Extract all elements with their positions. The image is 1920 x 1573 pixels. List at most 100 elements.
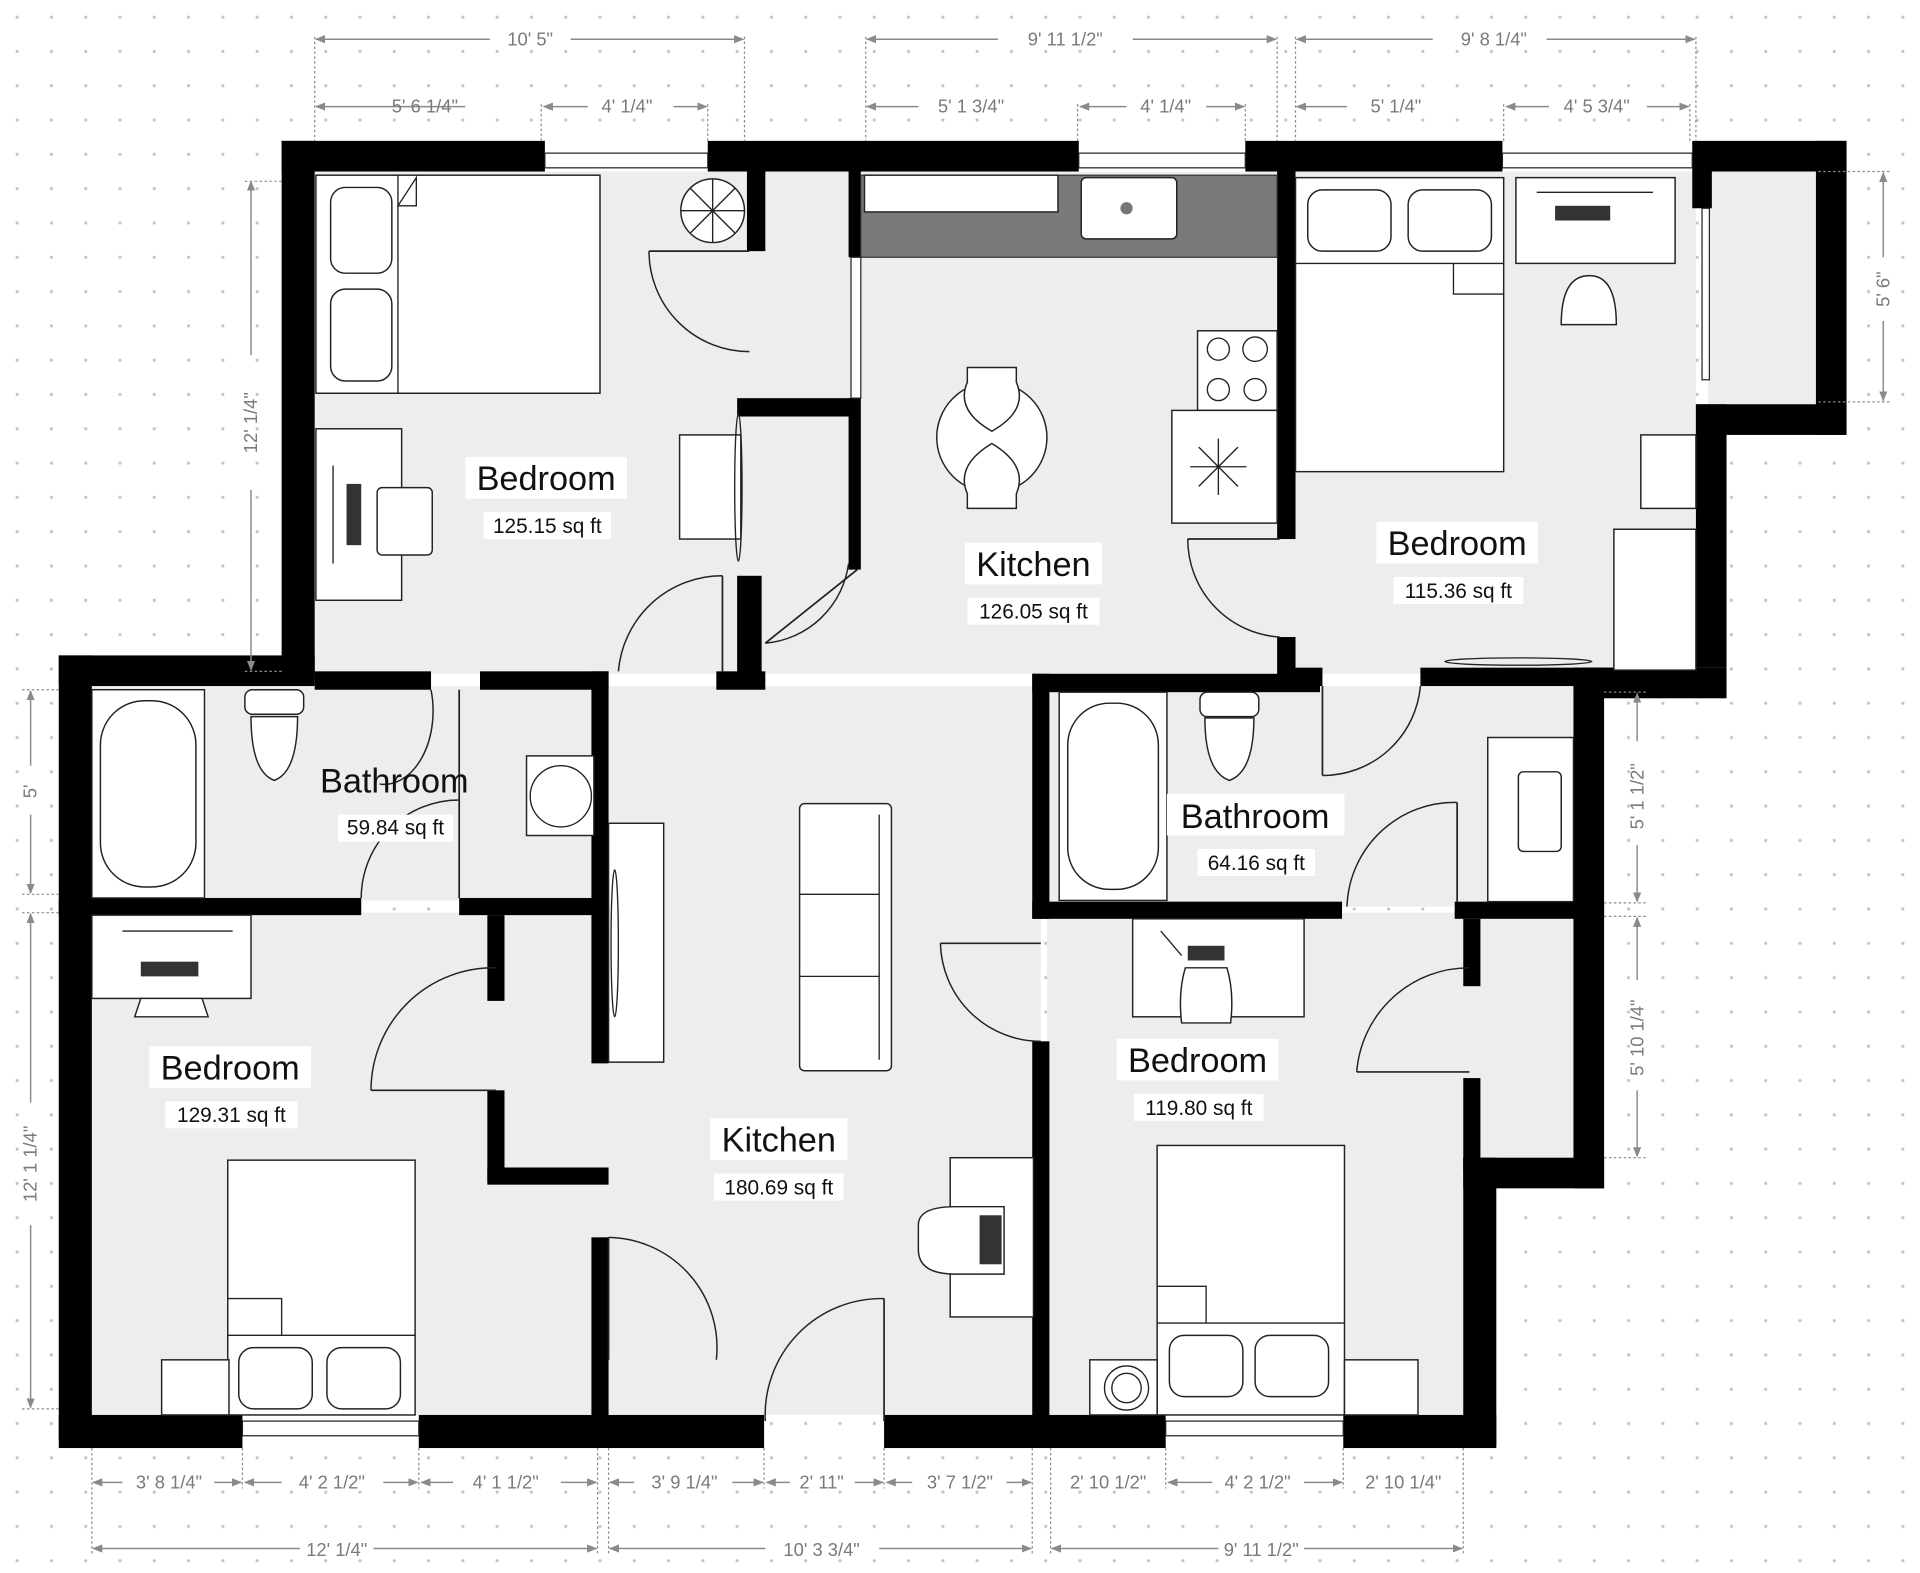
svg-text:Kitchen: Kitchen (722, 1122, 836, 1160)
window (850, 256, 862, 399)
chair-icon (376, 486, 433, 556)
svg-text:Bathroom: Bathroom (1181, 798, 1330, 836)
door-top-right-bedroom[interactable] (1187, 538, 1280, 638)
vanity-icon (1487, 736, 1575, 903)
window (1165, 1420, 1344, 1437)
door-right-bathroom-bottom[interactable] (1346, 801, 1458, 907)
dim-left-2: 5' (20, 785, 41, 799)
dim-top-overall-3: 9' 8 1/4" (1461, 28, 1527, 49)
svg-text:2' 11": 2' 11" (799, 1471, 843, 1492)
dim-top-overall-2: 9' 11 1/2" (1028, 28, 1103, 49)
nightstand (160, 1359, 230, 1416)
bathtub-icon (91, 688, 206, 899)
sink-icon (525, 755, 595, 837)
bed-icon (1156, 1144, 1346, 1416)
window (241, 1420, 420, 1437)
bed-icon (227, 1159, 416, 1416)
room-label-bedroom-top-right: Bedroom 115.36 sq ft (1376, 521, 1538, 604)
window (1501, 152, 1693, 169)
room-label-bedroom-top-left: Bedroom 125.15 sq ft (465, 456, 627, 540)
svg-text:Bathroom: Bathroom (320, 763, 469, 801)
bed-icon (1294, 176, 1505, 473)
svg-text:4' 1 1/2": 4' 1 1/2" (473, 1471, 539, 1492)
walls (58, 140, 1847, 1449)
svg-text:4' 1/4": 4' 1/4" (602, 96, 653, 117)
wardrobe (1613, 528, 1697, 671)
door-top-left-closet[interactable] (648, 250, 750, 353)
toilet-icon (1199, 691, 1260, 782)
nightstand (1640, 434, 1697, 510)
room-label-bathroom-left: Bathroom 59.84 sq ft (320, 763, 469, 842)
windows (241, 152, 1710, 1437)
door-bottom-right-bedroom[interactable] (939, 942, 1041, 1043)
window (1078, 152, 1246, 169)
room-label-bedroom-bottom-right: Bedroom 119.80 sq ft (1116, 1038, 1279, 1121)
chair-icon (133, 997, 210, 1018)
door-bottom-right-closet[interactable] (1356, 967, 1470, 1073)
door-top-closet[interactable] (764, 563, 858, 644)
mirror (1444, 657, 1593, 666)
svg-text:3' 9 1/4": 3' 9 1/4" (651, 1471, 717, 1492)
furniture (91, 174, 1697, 1416)
dim-top-overall-1: 10' 5" (507, 28, 553, 49)
desk-icon (917, 1156, 1035, 1318)
desk-icon (1131, 918, 1305, 1024)
window (544, 152, 709, 169)
svg-text:4' 2 1/2": 4' 2 1/2" (299, 1471, 365, 1492)
dim-right-1: 5' 6" (1872, 271, 1893, 307)
svg-text:5' 1/4": 5' 1/4" (1370, 96, 1421, 117)
svg-text:2' 10 1/2": 2' 10 1/2" (1070, 1471, 1146, 1492)
dimensions: 10' 5" 9' 11 1/2" 9' 8 1/4" 5' 6 1/4" 4'… (20, 28, 1894, 1560)
dim-bottom-overall-1: 12' 1/4" (306, 1539, 367, 1560)
svg-text:115.36 sq ft: 115.36 sq ft (1405, 580, 1512, 603)
bed-icon (315, 174, 601, 394)
svg-text:180.69 sq ft: 180.69 sq ft (724, 1176, 833, 1199)
fridge-icon (1171, 409, 1278, 524)
svg-text:5' 1 3/4": 5' 1 3/4" (938, 96, 1004, 117)
door-kitchen-bottom-left[interactable] (607, 1236, 718, 1360)
svg-text:4' 2 1/2": 4' 2 1/2" (1224, 1471, 1290, 1492)
toilet-icon (244, 688, 305, 782)
svg-text:64.16 sq ft: 64.16 sq ft (1208, 852, 1305, 875)
door-right-bathroom-top[interactable] (1321, 685, 1422, 777)
dim-left-3: 12' 1 1/4" (20, 1126, 41, 1202)
desk-icon (91, 914, 252, 1000)
svg-text:129.31 sq ft: 129.31 sq ft (177, 1104, 286, 1127)
svg-text:3' 7 1/2": 3' 7 1/2" (927, 1471, 993, 1492)
svg-text:125.15 sq ft: 125.15 sq ft (493, 515, 602, 538)
bathtub-icon (1058, 691, 1168, 902)
svg-text:119.80 sq ft: 119.80 sq ft (1145, 1097, 1252, 1120)
chair-icon (1560, 274, 1618, 326)
svg-text:5' 6 1/4": 5' 6 1/4" (392, 96, 458, 117)
nightstand (1343, 1359, 1419, 1416)
room-label-bathroom-right: Bathroom 64.16 sq ft (1166, 793, 1345, 876)
stove-icon (1196, 330, 1278, 412)
svg-text:4' 5 3/4": 4' 5 3/4" (1564, 96, 1630, 117)
dim-left-1: 12' 1/4" (240, 392, 261, 453)
svg-text:Bedroom: Bedroom (477, 460, 616, 498)
room-label-kitchen-bottom: Kitchen 180.69 sq ft (710, 1118, 848, 1201)
doors (360, 250, 1470, 1422)
dim-bottom-overall-2: 10' 3 3/4" (783, 1539, 859, 1560)
door-entrance[interactable] (764, 1297, 885, 1422)
svg-text:126.05 sq ft: 126.05 sq ft (979, 601, 1088, 624)
dim-right-2: 5' 1 1/2" (1626, 763, 1647, 829)
svg-text:2' 10 1/4": 2' 10 1/4" (1365, 1471, 1441, 1492)
dim-right-3: 5' 10 1/4" (1626, 999, 1647, 1075)
dresser-icon (678, 413, 743, 562)
sofa-icon (798, 802, 893, 1072)
svg-text:Bedroom: Bedroom (1128, 1042, 1267, 1080)
window (1701, 207, 1710, 381)
nightstand-lamp-icon (1089, 1359, 1158, 1416)
desk-icon (1515, 176, 1676, 265)
svg-text:4' 1/4": 4' 1/4" (1140, 96, 1191, 117)
svg-text:Bedroom: Bedroom (1388, 525, 1527, 563)
door-top-left-bedroom[interactable] (617, 575, 724, 672)
sideboard-icon (607, 822, 665, 1063)
svg-text:59.84 sq ft: 59.84 sq ft (347, 816, 444, 839)
dim-bottom-overall-3: 9' 11 1/2" (1224, 1539, 1299, 1560)
door-bottom-left-closet[interactable] (370, 967, 496, 1092)
room-labels: Bedroom 125.15 sq ft Kitchen 126.05 sq f… (149, 456, 1538, 1201)
svg-text:Bedroom: Bedroom (161, 1049, 300, 1087)
